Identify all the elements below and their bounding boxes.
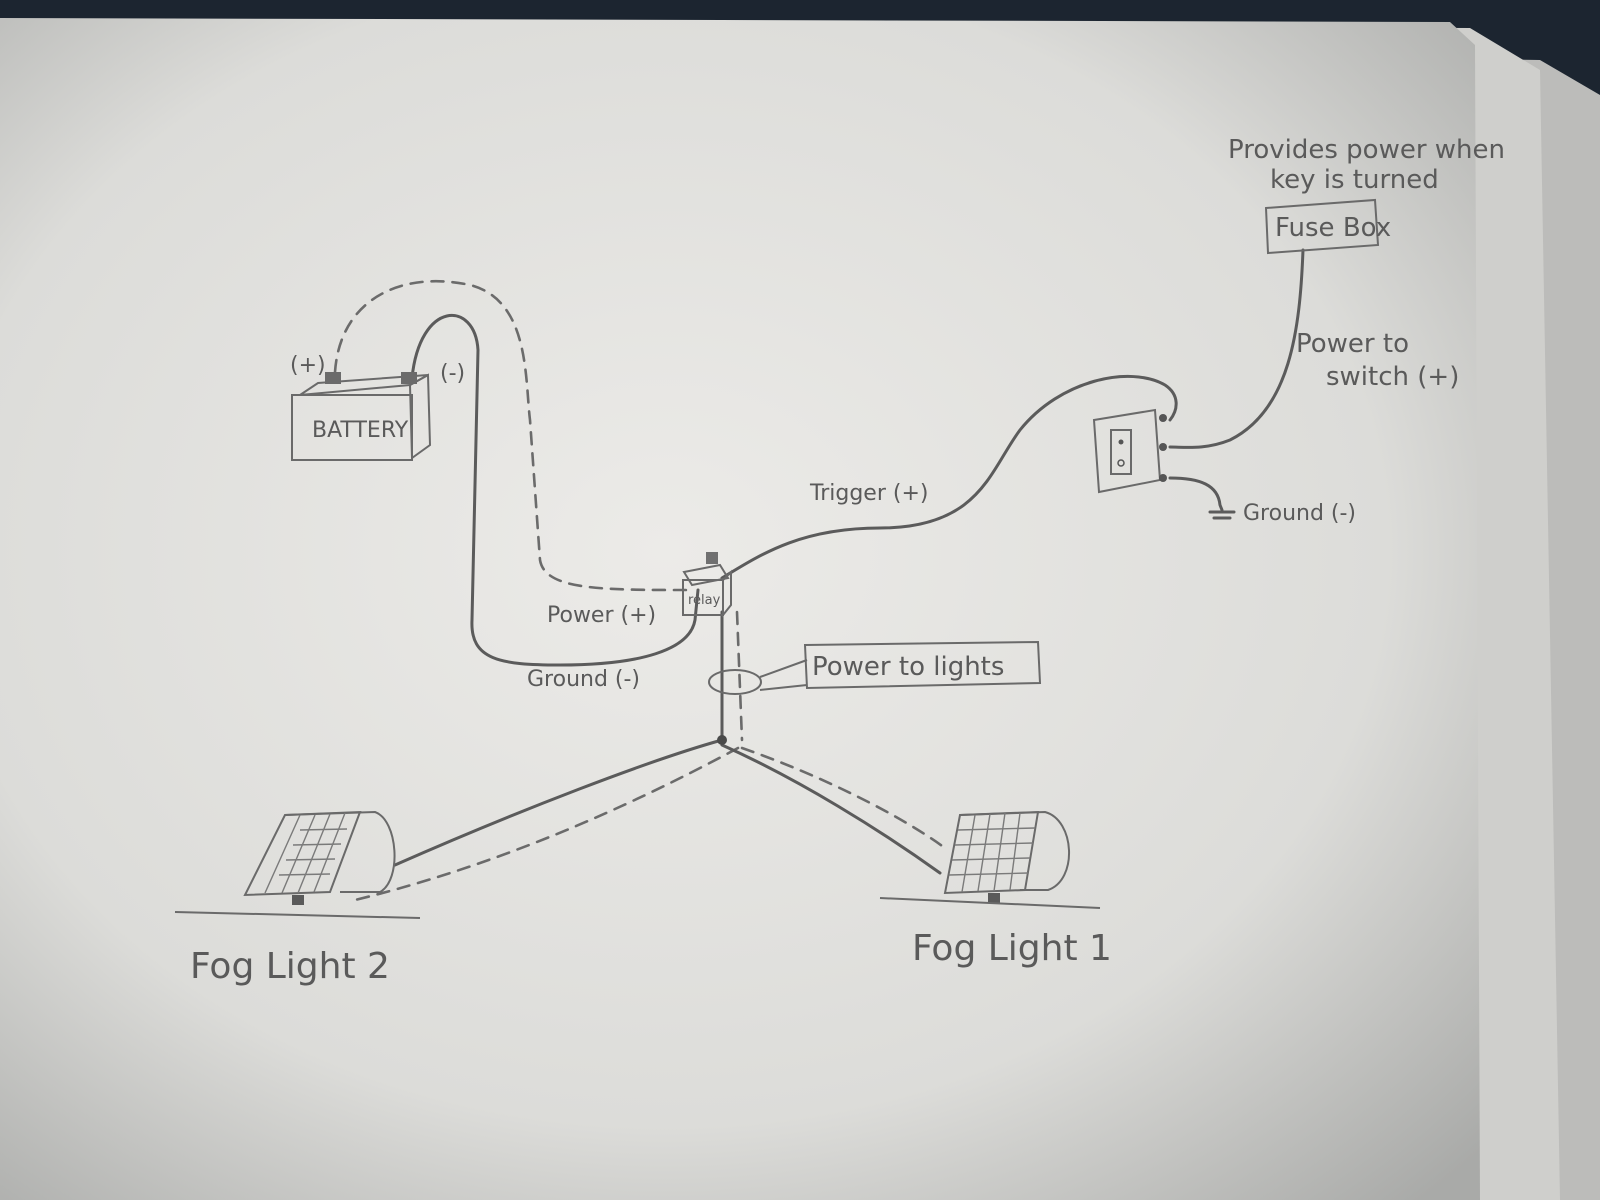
fog-light-2-grid bbox=[264, 812, 348, 894]
trigger-label: Trigger (+) bbox=[809, 481, 928, 506]
dashed-wire-to-fog-light-2 bbox=[353, 746, 740, 902]
fuse-box: Fuse Box bbox=[1264, 198, 1391, 255]
ground-label: Ground (-) bbox=[527, 667, 640, 692]
power-to-lights-label: Power to lights bbox=[812, 652, 1004, 682]
relay-label: relay bbox=[688, 593, 721, 608]
ground-symbol bbox=[1208, 510, 1236, 520]
trigger-wire bbox=[720, 374, 1178, 580]
fog-light-1-grid bbox=[948, 812, 1036, 893]
fuse-note-line-2: key is turned bbox=[1270, 165, 1439, 195]
battery-negative-terminal bbox=[401, 372, 417, 384]
power-to-switch-line-2: switch (+) bbox=[1326, 362, 1459, 392]
wire-to-fog-light-1 bbox=[720, 743, 942, 875]
fog-light-1 bbox=[943, 810, 1070, 903]
fog-light-1-label: Fog Light 1 bbox=[912, 928, 1112, 969]
fog-light-1-baseline bbox=[879, 897, 1101, 909]
battery-positive-terminal bbox=[325, 372, 341, 384]
power-to-switch-line-1: Power to bbox=[1296, 329, 1409, 359]
power-to-lights-callout: Power to lights bbox=[759, 640, 1042, 691]
power-wire bbox=[333, 280, 692, 592]
paper-sheet-front bbox=[0, 18, 1480, 1200]
junction-dot bbox=[717, 735, 727, 745]
toggle-switch bbox=[1092, 408, 1167, 494]
wire-loom bbox=[708, 669, 762, 695]
battery: BATTERY bbox=[291, 372, 432, 461]
relay: relay bbox=[682, 552, 732, 618]
battery-label: BATTERY bbox=[312, 418, 409, 443]
power-label: Power (+) bbox=[547, 603, 656, 628]
switch-ground-label: Ground (-) bbox=[1243, 501, 1356, 526]
fuse-box-label: Fuse Box bbox=[1275, 213, 1391, 243]
battery-negative-label: (-) bbox=[440, 361, 465, 386]
switch-ground-wire bbox=[1168, 476, 1224, 512]
dashed-wire-to-fog-light-1 bbox=[740, 746, 947, 850]
fog-light-2-label: Fog Light 2 bbox=[190, 946, 390, 987]
battery-positive-label: (+) bbox=[290, 353, 326, 378]
wire-to-fog-light-2 bbox=[393, 738, 724, 867]
fog-light-2 bbox=[243, 810, 396, 905]
fuse-to-switch-wire bbox=[1168, 248, 1305, 449]
trunk-wire-dashed bbox=[735, 610, 744, 742]
fuse-note-line-1: Provides power when bbox=[1228, 135, 1505, 165]
fog-light-2-baseline bbox=[174, 911, 421, 919]
ground-wire bbox=[410, 313, 700, 667]
